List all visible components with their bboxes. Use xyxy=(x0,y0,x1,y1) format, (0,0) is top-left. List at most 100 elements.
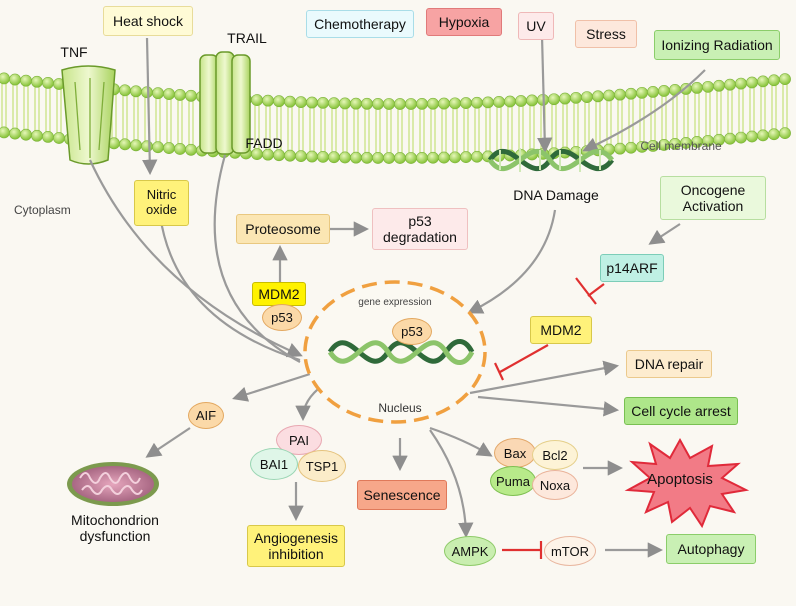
lipid-tail xyxy=(584,102,590,147)
lipid-head xyxy=(768,128,780,141)
mitochondrion-icon xyxy=(67,462,159,506)
lipid-head xyxy=(31,75,43,88)
lipid-head xyxy=(119,84,131,97)
mdm2-label: MDM2 xyxy=(258,285,300,302)
p53-oval: p53 xyxy=(262,304,302,331)
p53-degradation-box: p53 degradation xyxy=(372,208,468,250)
oncogene-activation-label: Oncogene Activation xyxy=(680,181,746,214)
lipid-tail xyxy=(771,85,777,130)
lipid-tail xyxy=(749,87,755,132)
lipid-tail xyxy=(529,105,535,150)
lipid-tail xyxy=(320,107,326,152)
lipid-head xyxy=(416,151,428,164)
nucleus-label: Nucleus xyxy=(378,401,422,415)
oncogene-activation-box: Oncogene Activation xyxy=(660,176,766,220)
lipid-head xyxy=(438,151,450,164)
lipid-head xyxy=(614,88,626,101)
lipid-head xyxy=(394,98,406,110)
cell-membrane-label: Cell membrane xyxy=(640,139,722,153)
uv-label: UV xyxy=(526,17,546,34)
lipid-head xyxy=(515,95,527,107)
lipid-tail xyxy=(188,100,194,145)
lipid-head xyxy=(724,78,736,91)
lipid-tail xyxy=(254,105,260,150)
lipid-tail xyxy=(276,106,282,151)
lipid-tail xyxy=(177,99,183,144)
mitochondrion-dysfunction-label: Mitochondrion dysfunction xyxy=(71,512,159,545)
lipid-head xyxy=(658,85,670,97)
noxa-oval: Noxa xyxy=(532,470,578,500)
lipid-head xyxy=(9,73,21,86)
lipid-head xyxy=(471,150,483,163)
lipid-head xyxy=(361,151,373,164)
lipid-head xyxy=(350,151,362,164)
activation-arrows xyxy=(89,35,706,558)
lipid-tail xyxy=(672,94,678,139)
lipid-head xyxy=(53,132,65,144)
p53-degradation-label: p53 degradation xyxy=(383,212,457,245)
bai1-oval: BAI1 xyxy=(250,448,298,480)
lipid-tail xyxy=(683,93,689,138)
lipid-head xyxy=(757,75,769,88)
angiogenesis-inhibition-box: Angiogenesis inhibition xyxy=(247,525,345,567)
fadd-label: FADD xyxy=(245,135,283,151)
lipid-head xyxy=(163,88,175,100)
lipid-head xyxy=(702,80,714,93)
stress-label: Stress xyxy=(586,25,626,42)
lipid-head xyxy=(746,76,758,89)
lipid-head xyxy=(295,96,307,109)
lipid-head xyxy=(130,85,142,98)
lipid-head xyxy=(647,86,659,98)
lipid-head xyxy=(273,95,285,108)
lipid-tail xyxy=(375,108,381,153)
lipid-tail xyxy=(287,106,293,151)
lipid-head xyxy=(174,89,186,101)
lipid-head xyxy=(372,98,384,110)
lipid-head xyxy=(438,97,450,110)
aif-oval: AIF xyxy=(188,402,224,429)
mdm2-right-box: MDM2 xyxy=(530,316,592,344)
lipid-head xyxy=(185,143,197,156)
cell-cycle-arrest-label: Cell cycle arrest xyxy=(631,402,731,419)
autophagy-label: Autophagy xyxy=(677,540,745,557)
lipid-head xyxy=(317,96,329,109)
lipid-tail xyxy=(760,86,766,131)
puma-oval: Puma xyxy=(490,466,536,496)
lipid-tail xyxy=(353,108,359,153)
lipid-head xyxy=(284,149,296,162)
dna-helix-icon xyxy=(487,148,615,172)
lipid-head xyxy=(581,91,593,103)
lipid-tail xyxy=(650,96,656,141)
lipid-head xyxy=(460,151,472,163)
ionizing-radiation-box: Ionizing Radiation xyxy=(654,30,780,60)
cell-cycle-arrest-box: Cell cycle arrest xyxy=(624,397,738,425)
lipid-head xyxy=(779,73,791,86)
lipid-tail xyxy=(705,91,711,136)
lipid-tail xyxy=(34,86,40,131)
lipid-tail xyxy=(485,107,491,152)
autophagy-box: Autophagy xyxy=(666,534,756,564)
lipid-head xyxy=(295,150,307,163)
lipid-head xyxy=(746,130,758,143)
lipid-tail xyxy=(56,88,62,133)
lipid-tail xyxy=(562,103,568,148)
hypoxia-label: Hypoxia xyxy=(438,13,490,30)
lipid-head xyxy=(361,97,373,110)
lipid-head xyxy=(548,93,560,106)
lipid-tail xyxy=(155,98,161,143)
lipid-head xyxy=(163,142,175,154)
senescence-label: Senescence xyxy=(363,486,441,503)
mtor-label: mTOR xyxy=(550,543,590,559)
lipid-head xyxy=(339,97,351,110)
lipid-head xyxy=(0,126,10,139)
lipid-head xyxy=(262,94,274,107)
angiogenesis-inhibition-label: Angiogenesis inhibition xyxy=(253,529,339,562)
lipid-head xyxy=(174,143,186,155)
lipid-head xyxy=(9,127,21,140)
lipid-head xyxy=(526,94,538,107)
nitric-oxide-label: Nitric oxide xyxy=(145,187,178,217)
chemotherapy-label: Chemotherapy xyxy=(314,15,406,32)
inhibition-arrows xyxy=(494,277,605,559)
lipid-tail xyxy=(727,89,733,134)
